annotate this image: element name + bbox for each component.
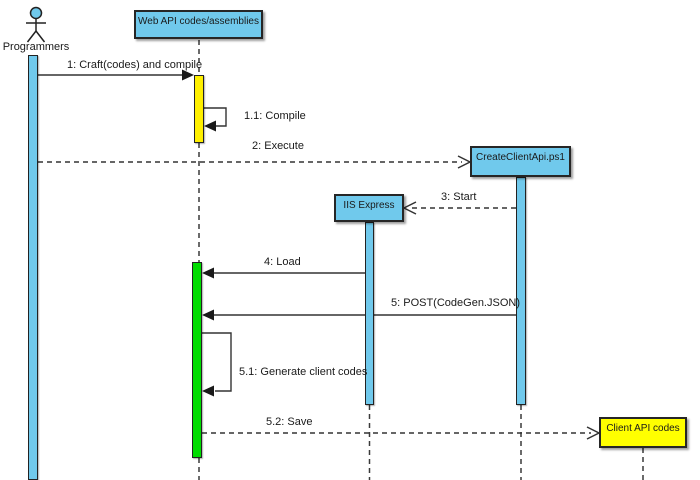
message-2-label: 2: Execute [252, 140, 304, 152]
participant-createclientapi: CreateClientApi.ps1 [470, 146, 571, 177]
message-2-line [38, 155, 472, 169]
message-5-2-label: 5.2: Save [266, 416, 313, 428]
activation-programmers [28, 55, 38, 480]
participant-iis-express: IIS Express [334, 194, 404, 222]
arrowhead-open [586, 426, 601, 440]
arrowhead-filled [202, 309, 214, 321]
arrowhead-open [457, 155, 472, 169]
message-5-line [202, 309, 516, 321]
participant-label: Web API codes/assemblies [138, 16, 259, 27]
message-5-1-label: 5.1: Generate client codes [239, 366, 368, 378]
activation-webapi-compile [194, 75, 204, 143]
participant-webapi-codes: Web API codes/assemblies [134, 10, 263, 39]
arrowhead-filled [202, 267, 214, 279]
actor-label-programmers: Programmers [2, 41, 70, 53]
participant-label: IIS Express [343, 200, 395, 211]
actor-head [29, 6, 43, 20]
activation-createclientapi [516, 177, 526, 405]
activation-iis-express [365, 222, 374, 405]
arrowhead-filled [204, 120, 216, 132]
actor-figure [26, 6, 46, 43]
message-5-2-line [202, 426, 601, 440]
arrowhead-filled [182, 69, 194, 81]
participant-label: CreateClientApi.ps1 [476, 152, 565, 163]
message-5-1-selfloop [202, 332, 232, 397]
message-1-1-selfloop [204, 107, 227, 132]
participant-label: Client API codes [606, 423, 680, 434]
message-1-1-label: 1.1: Compile [244, 110, 306, 122]
message-3-line [402, 201, 516, 215]
message-3-label: 3: Start [441, 191, 477, 203]
arrowhead-filled [202, 385, 214, 397]
participant-client-api-codes: Client API codes [599, 417, 687, 448]
message-1-label: 1: Craft(codes) and compile [67, 59, 203, 71]
message-4-label: 4: Load [264, 256, 301, 268]
message-1-line [38, 69, 194, 81]
message-4-line [202, 267, 365, 279]
activation-webapi-generate [192, 262, 202, 458]
arrowhead-open [402, 201, 417, 215]
lifelines [198, 40, 644, 480]
message-5-label: 5: POST(CodeGen.JSON) [391, 297, 520, 309]
